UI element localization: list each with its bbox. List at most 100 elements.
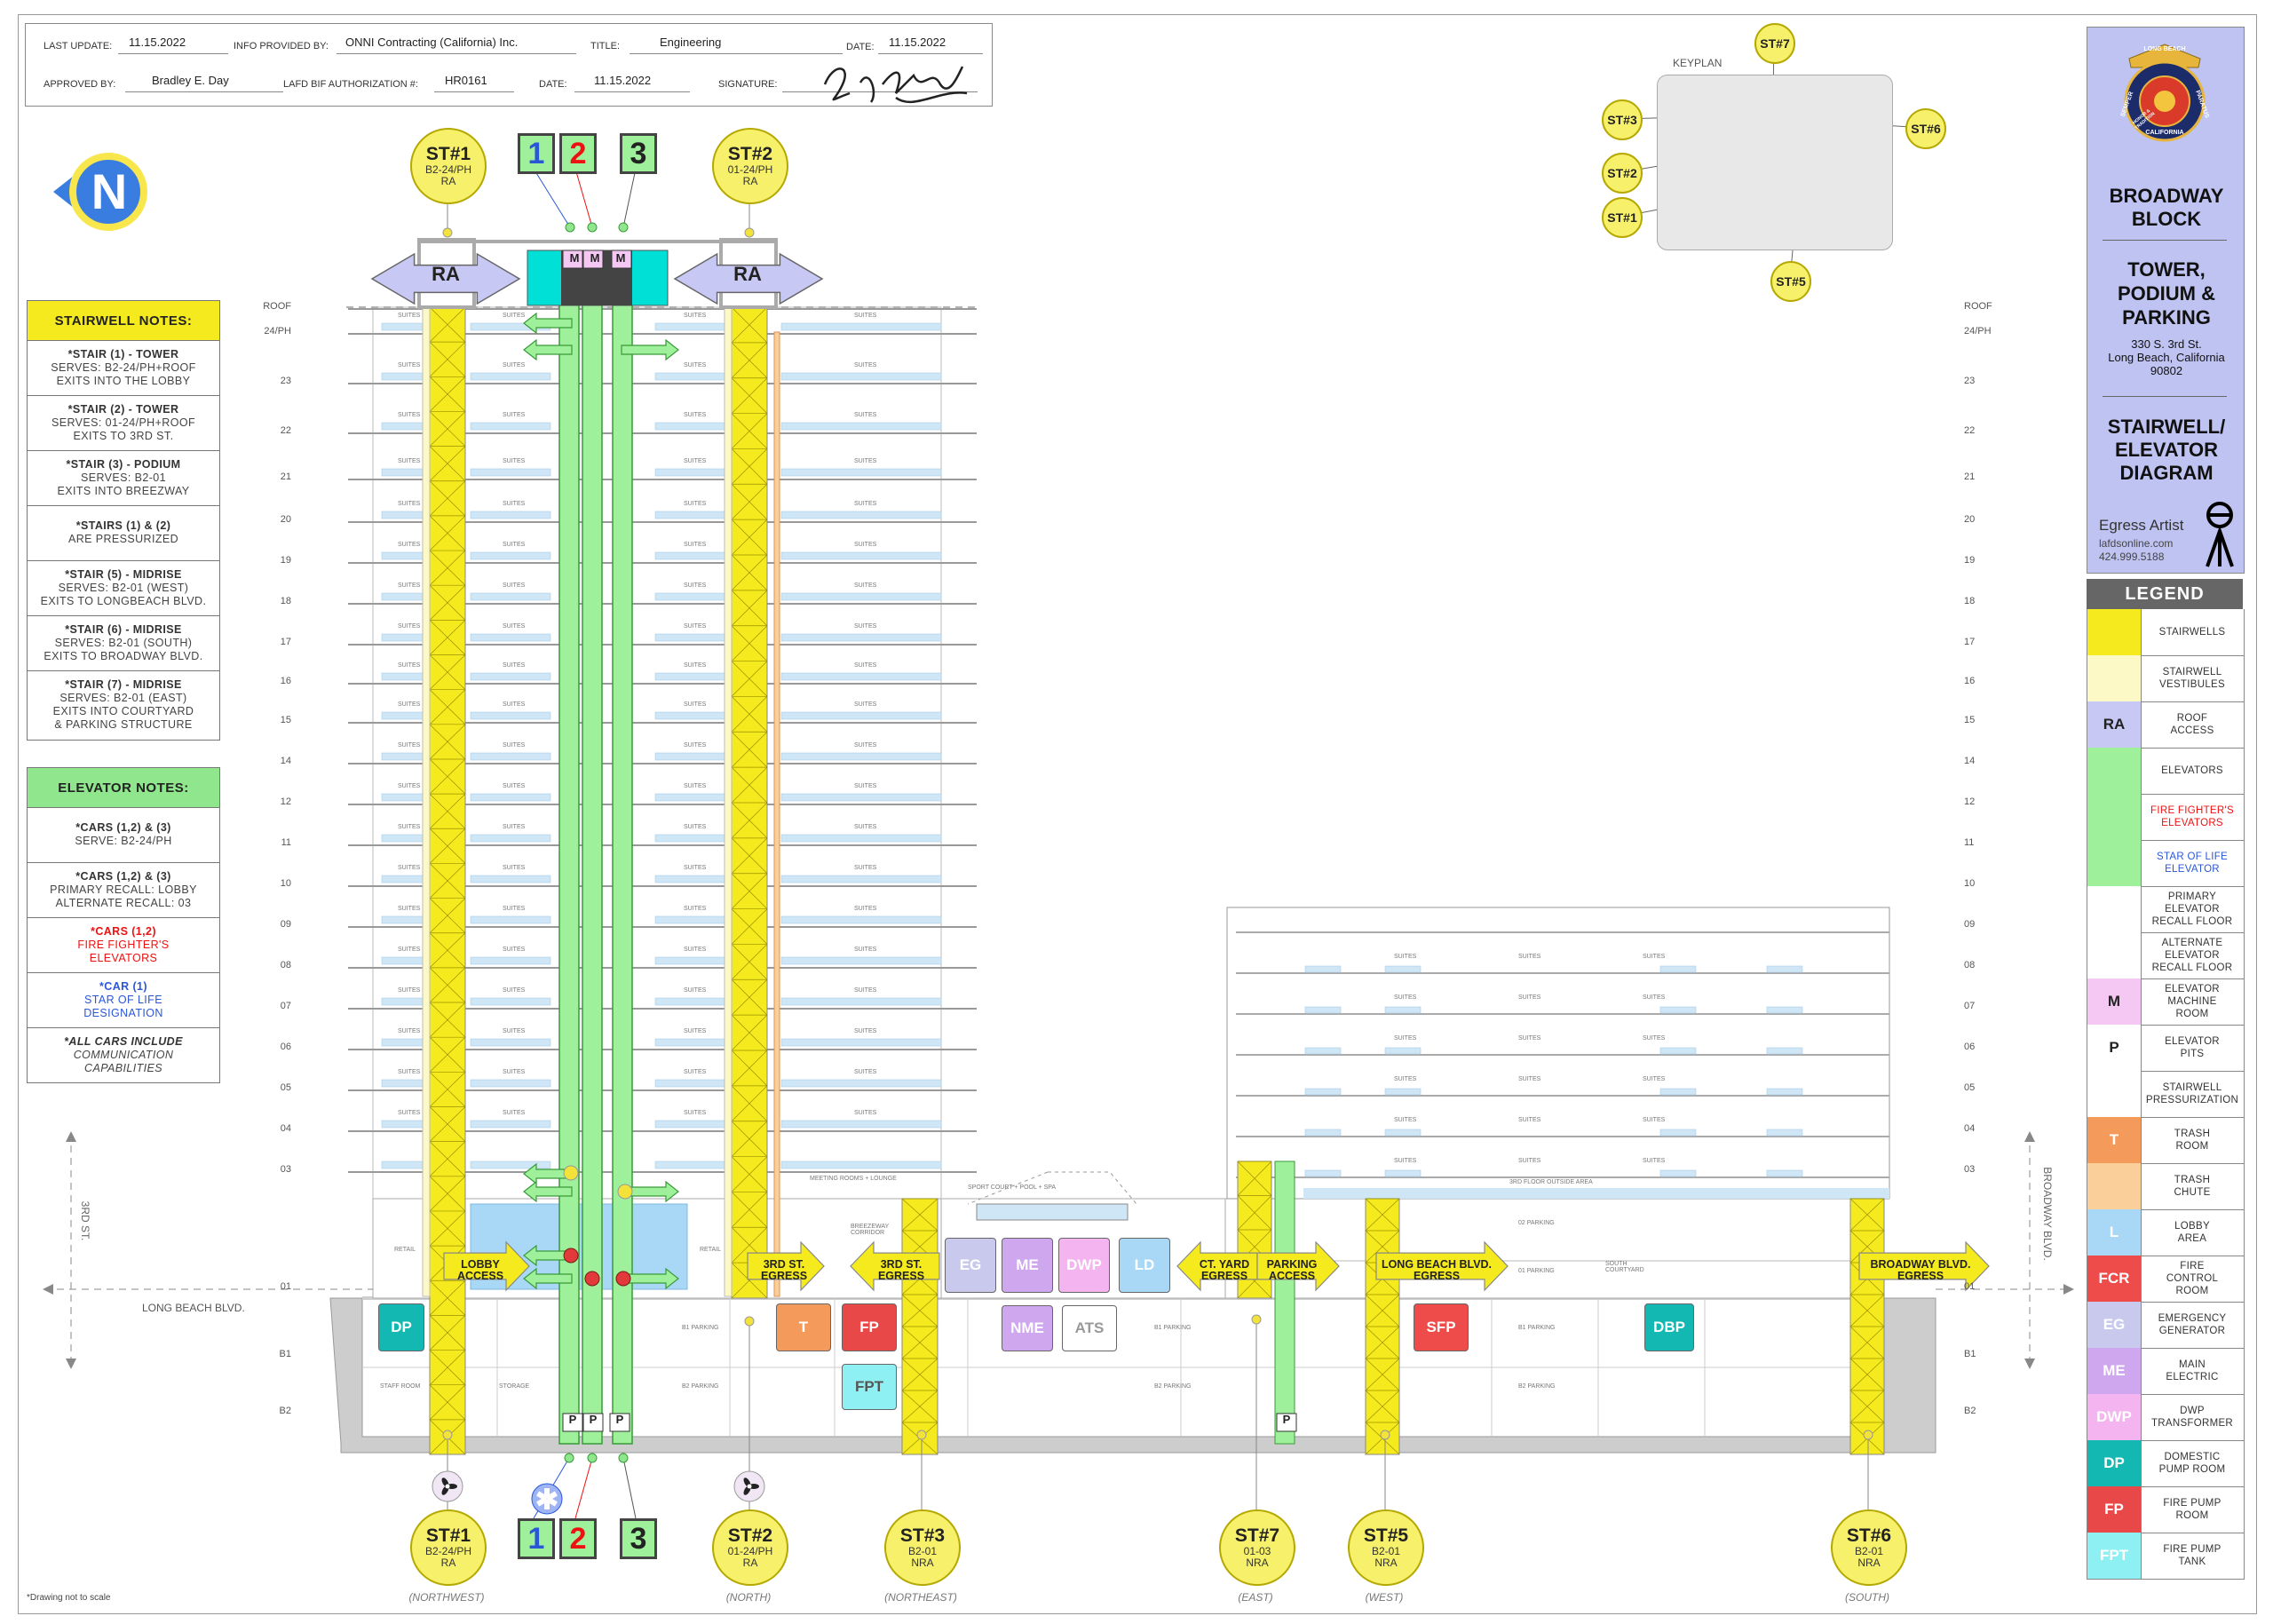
midrise-windows bbox=[1384, 1006, 1422, 1014]
stair-direction-st3: (NORTHEAST) bbox=[884, 1591, 957, 1604]
south-ct-label: SOUTH COURTYARD bbox=[1605, 1261, 1644, 1273]
elevator-pit-st7: P bbox=[1282, 1413, 1291, 1426]
stair-badge-access: NRA bbox=[911, 1557, 934, 1569]
legend-row-13: TRASH CHUTE bbox=[2087, 1163, 2245, 1210]
midrise-suites-label: SUITES bbox=[1394, 1158, 1417, 1164]
midrise-suites-label: SUITES bbox=[1518, 1158, 1541, 1164]
car-leader-bottom bbox=[574, 1457, 593, 1519]
floor-label-left-23: 23 bbox=[280, 376, 291, 386]
ra-label-st1: RA bbox=[432, 263, 460, 285]
primary-recall-dot-2 bbox=[584, 1271, 600, 1287]
suites-label: SUITES bbox=[398, 458, 421, 464]
suites-label: SUITES bbox=[503, 662, 526, 669]
midrise-windows bbox=[1304, 1006, 1342, 1014]
egress-broadway-blvd: BROADWAY BLVD. EGRESS bbox=[1870, 1258, 1971, 1282]
seal-bottom-text: CALIFORNIA bbox=[2145, 130, 2184, 136]
title-label: TITLE: bbox=[590, 41, 621, 51]
north-arrow-icon bbox=[53, 153, 147, 231]
floor-label-left-B2: B2 bbox=[279, 1406, 291, 1416]
suite-windows bbox=[654, 752, 733, 761]
car-leader-top bbox=[622, 168, 637, 228]
midrise-windows bbox=[1304, 1129, 1342, 1137]
suites-label: SUITES bbox=[503, 362, 526, 368]
midrise-windows bbox=[1384, 965, 1422, 973]
stairwell-st1-flight bbox=[429, 1071, 466, 1107]
stair-note-3-line-2: EXITS INTO BREEZWAY bbox=[57, 484, 190, 497]
floor-label-left-03: 03 bbox=[280, 1164, 291, 1175]
suites-label: SUITES bbox=[398, 582, 421, 589]
diagram-title: STAIRWELL/ ELEVATOR DIAGRAM bbox=[2107, 416, 2226, 484]
suite-windows bbox=[654, 672, 733, 681]
car-leader-top bbox=[574, 168, 593, 228]
floor-label-left-24/PH: 24/PH bbox=[264, 326, 291, 337]
outside-label: 3RD FLOOR OUTSIDE AREA bbox=[1509, 1179, 1593, 1185]
legend-swatch-8 bbox=[2087, 932, 2142, 978]
suite-windows bbox=[780, 1120, 942, 1129]
elev-note-4-line-1: STAR OF LIFE bbox=[84, 993, 162, 1006]
suites-label: SUITES bbox=[503, 824, 526, 830]
date2-value: 11.15.2022 bbox=[594, 74, 652, 87]
keyplan-badge-text: ST#3 bbox=[1607, 113, 1637, 127]
suite-windows bbox=[780, 711, 942, 720]
suites-label: SUITES bbox=[854, 501, 877, 507]
egress-artist-name: Egress Artist bbox=[2099, 517, 2184, 534]
top-leader-dot bbox=[442, 227, 453, 238]
suites-label: SUITES bbox=[503, 313, 526, 319]
floor-label-left-16: 16 bbox=[280, 676, 291, 686]
suites-label: SUITES bbox=[854, 1028, 877, 1034]
suite-windows bbox=[470, 997, 551, 1006]
legend-swatch-13 bbox=[2087, 1163, 2142, 1209]
stair-note-5-line-2: EXITS TO LONGBEACH BLVD. bbox=[40, 594, 207, 607]
legend-text-20: FIRE PUMP ROOM bbox=[2163, 1498, 2222, 1521]
seal-top-text: LONG BEACH bbox=[2143, 46, 2186, 52]
car-leader-top-dot bbox=[587, 222, 598, 233]
suites-label: SUITES bbox=[854, 582, 877, 589]
legend-swatch-11 bbox=[2087, 1071, 2142, 1117]
stairwell-st1-flight bbox=[429, 724, 466, 760]
floor-label-left-19: 19 bbox=[280, 555, 291, 566]
stairwell-st3-flight bbox=[901, 1390, 939, 1423]
stairwell-st1-flight bbox=[429, 1210, 466, 1247]
stair-badge-serves: B2-24/PH bbox=[424, 1545, 472, 1557]
legend-text-12: TRASH ROOM bbox=[2174, 1129, 2211, 1152]
stairwell-st1-flight bbox=[429, 689, 466, 725]
elev-note-1-line-1: SERVE: B2-24/PH bbox=[75, 835, 172, 847]
suites-label: SUITES bbox=[503, 701, 526, 708]
floor-label-left-ROOF: ROOF bbox=[263, 301, 291, 312]
suite-windows bbox=[780, 672, 942, 681]
stair-badge-access: NRA bbox=[1374, 1557, 1398, 1569]
legend-swatch-21: FPT bbox=[2087, 1533, 2142, 1579]
o1parking-label: 01 PARKING bbox=[1518, 1268, 1555, 1274]
egress-arrow-long-beach bbox=[1375, 1240, 1509, 1292]
legend-swatch-9: M bbox=[2087, 978, 2142, 1025]
alternate-recall-dot-1 bbox=[563, 1165, 579, 1181]
midrise-windows bbox=[1384, 1169, 1422, 1177]
legend-text-15: FIRE CONTROL ROOM bbox=[2166, 1261, 2219, 1296]
suites-label: SUITES bbox=[684, 662, 707, 669]
suites-label: SUITES bbox=[854, 701, 877, 708]
alternate-recall-dot-2 bbox=[617, 1184, 633, 1200]
stairwell-st1-flight bbox=[429, 515, 466, 551]
elev-note-2-line-2: ALTERNATE RECALL: 03 bbox=[55, 896, 192, 909]
stair-note-7-line-1: SERVES: B2-01 (EAST) bbox=[59, 692, 187, 704]
stair-badge-serves: 01-24/PH bbox=[727, 1545, 773, 1557]
floor-label-right-09: 09 bbox=[1964, 919, 1976, 930]
suite-windows bbox=[470, 1161, 551, 1169]
floor-label-right-15: 15 bbox=[1964, 715, 1976, 725]
floor-label-right-10: 10 bbox=[1964, 878, 1976, 889]
suite-windows bbox=[654, 711, 733, 720]
stairwell-st1-flight bbox=[429, 1350, 466, 1385]
suites-label: SUITES bbox=[503, 542, 526, 548]
stair-note-2-title: *STAIR (2) - TOWER bbox=[67, 402, 179, 416]
roof-access-arrow-st1 bbox=[370, 252, 521, 305]
suites-label: SUITES bbox=[398, 623, 421, 630]
stair-note-6-line-2: EXITS TO BROADWAY BLVD. bbox=[44, 649, 203, 662]
suite-windows bbox=[654, 322, 733, 331]
stair-note-7-line-3: & PARKING STRUCTURE bbox=[54, 718, 193, 731]
suites-label: SUITES bbox=[503, 412, 526, 418]
